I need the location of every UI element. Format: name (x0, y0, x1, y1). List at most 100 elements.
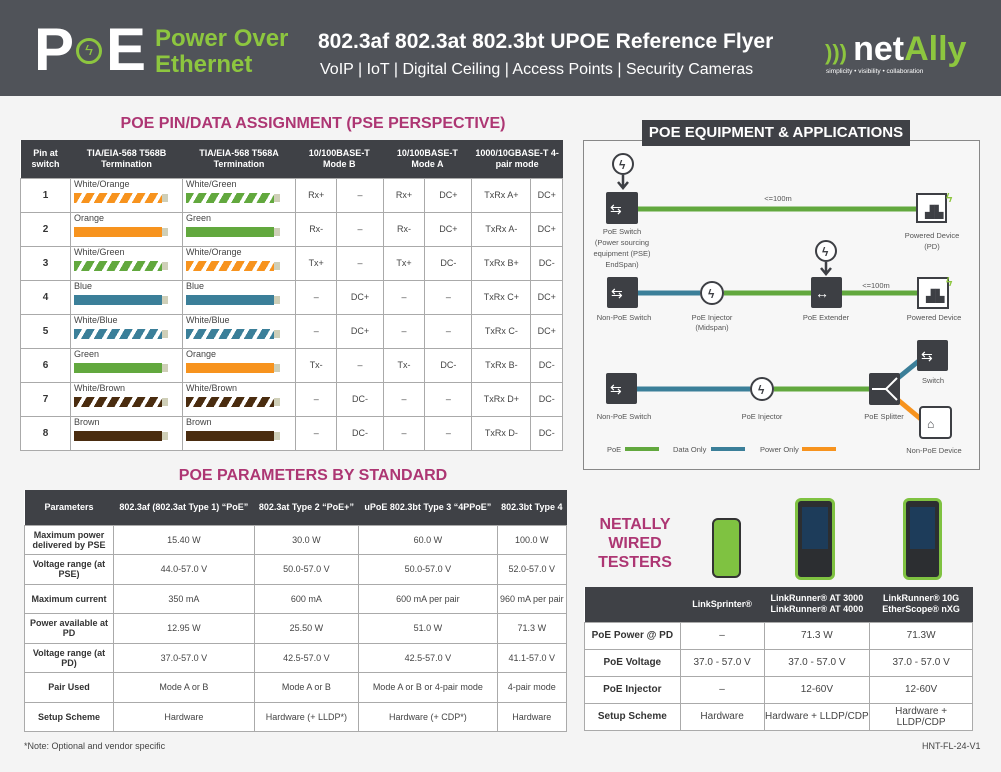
params-table-title: POE PARAMETERS BY STANDARD (178, 467, 448, 484)
parameter-value: 52.0-57.0 V (496, 554, 568, 585)
column-header: 802.3at Type 2 “PoE+” (254, 490, 359, 525)
pin-value: DC+ (336, 313, 384, 349)
parameter-name: Voltage range (at PSE) (24, 554, 114, 585)
cable-cell: Green (182, 211, 296, 247)
spec-value: Hardware (679, 702, 765, 731)
wire-swatch (186, 328, 280, 339)
pin-value: DC+ (530, 313, 563, 349)
footnote: *Note: Optional and vendor specific (24, 741, 166, 751)
parameter-value: 25.50 W (253, 613, 360, 644)
wire-color-label: Orange (186, 348, 217, 359)
column-header: 802.3bt Type 4 (497, 490, 567, 525)
cable-cell: White/Brown (182, 381, 296, 417)
parameter-value: Hardware (496, 701, 568, 732)
parameter-value: 50.0-57.0 V (358, 554, 498, 585)
wire-swatch (74, 362, 168, 373)
pin-value: DC+ (424, 177, 473, 213)
cable-cell: White/Blue (182, 313, 296, 349)
wire-color-label: Orange (74, 212, 105, 223)
wire-color-label: White/Green (74, 246, 125, 257)
pin-value: Rx+ (294, 177, 338, 213)
parameter-value: 4-pair mode (496, 672, 568, 703)
spec-value: Hardware + LLDP/CDP (869, 702, 973, 731)
pin-number: 5 (20, 313, 71, 349)
parameter-value: 350 mA (113, 583, 255, 614)
wire-color-label: Blue (74, 280, 93, 291)
logo-letter-e: E (106, 16, 147, 83)
parameter-name: Setup Scheme (24, 701, 114, 732)
testers-table: LinkSprinter®LinkRunner® AT 3000 LinkRun… (584, 587, 973, 731)
parameter-name: Power available at PD (24, 613, 114, 644)
cable-cell: Green (70, 347, 183, 383)
parameter-value: Hardware (+ LLDP*) (253, 701, 360, 732)
column-header: Parameters (24, 490, 114, 525)
spec-name: Setup Scheme (584, 702, 681, 731)
header-row: LinkSprinter®LinkRunner® AT 3000 LinkRun… (584, 587, 973, 622)
cable-cell: Blue (182, 279, 296, 315)
cable-cell: Brown (70, 415, 183, 451)
pin-value: TxRx A- (471, 211, 532, 247)
parameter-value: 44.0-57.0 V (113, 554, 255, 585)
wire-color-label: White/Blue (74, 314, 118, 325)
logo-ally: Ally (904, 30, 967, 68)
pin-number: 6 (20, 347, 71, 383)
cable-cell: Orange (70, 211, 183, 247)
parameter-value: Hardware (+ CDP*) (358, 701, 498, 732)
pin-value: – (294, 313, 338, 349)
parameter-value: Mode A or B (253, 672, 360, 703)
pin-value: DC- (530, 415, 563, 451)
column-header: LinkSprinter® (680, 587, 765, 622)
wire-swatch (74, 260, 168, 271)
parameter-value: 41.1-57.0 V (496, 642, 568, 673)
pin-value: TxRx C+ (471, 279, 532, 315)
lightning-bolt-icon: ϟ (76, 38, 102, 64)
cable-cell: White/Orange (70, 177, 183, 213)
logo-net: net (853, 30, 905, 68)
column-header: TIA/EIA-568 T568B Termination (70, 140, 183, 178)
wire-color-label: Blue (186, 280, 205, 291)
spec-name: PoE Voltage (584, 648, 681, 677)
spec-value: 37.0 - 57.0 V (679, 648, 765, 677)
wire-color-label: Green (74, 348, 100, 359)
spec-name: PoE Power @ PD (584, 621, 681, 650)
etherscope-image (903, 498, 942, 580)
cable-cell: White/Green (70, 245, 183, 281)
pin-value: – (336, 177, 384, 213)
column-header: LinkRunner® 10G EtherScope® nXG (869, 587, 973, 622)
wire-color-label: White/Blue (186, 314, 230, 325)
spec-name: PoE Injector (584, 675, 681, 704)
wire-color-label: Brown (186, 416, 212, 427)
pin-number: 7 (20, 381, 71, 417)
cable-cell: White/Orange (182, 245, 296, 281)
parameter-value: 600 mA per pair (358, 583, 498, 614)
parameter-value: Mode A or B (113, 672, 255, 703)
pin-value: – (336, 245, 384, 281)
wire-swatch (186, 430, 280, 441)
parameter-name: Voltage range (at PD) (24, 642, 114, 673)
pin-value: DC- (530, 381, 563, 417)
pin-value: DC- (424, 347, 473, 383)
parameter-value: 42.5-57.0 V (253, 642, 360, 673)
pin-value: DC+ (336, 279, 384, 315)
pin-value: TxRx D+ (471, 381, 532, 417)
parameter-value: Mode A or B or 4-pair mode (358, 672, 498, 703)
wire-swatch (186, 362, 280, 373)
spec-value: 71.3 W (763, 621, 871, 650)
parameter-value: 600 mA (253, 583, 360, 614)
pin-value: – (294, 381, 338, 417)
wire-swatch (186, 294, 280, 305)
parameter-name: Maximum power delivered by PSE (24, 524, 114, 555)
pin-number: 8 (20, 415, 71, 451)
column-header: TIA/EIA-568 T568A Termination (182, 140, 296, 178)
testers-title: NETALLY WIRED TESTERS (594, 515, 676, 572)
pin-value: TxRx D- (471, 415, 532, 451)
